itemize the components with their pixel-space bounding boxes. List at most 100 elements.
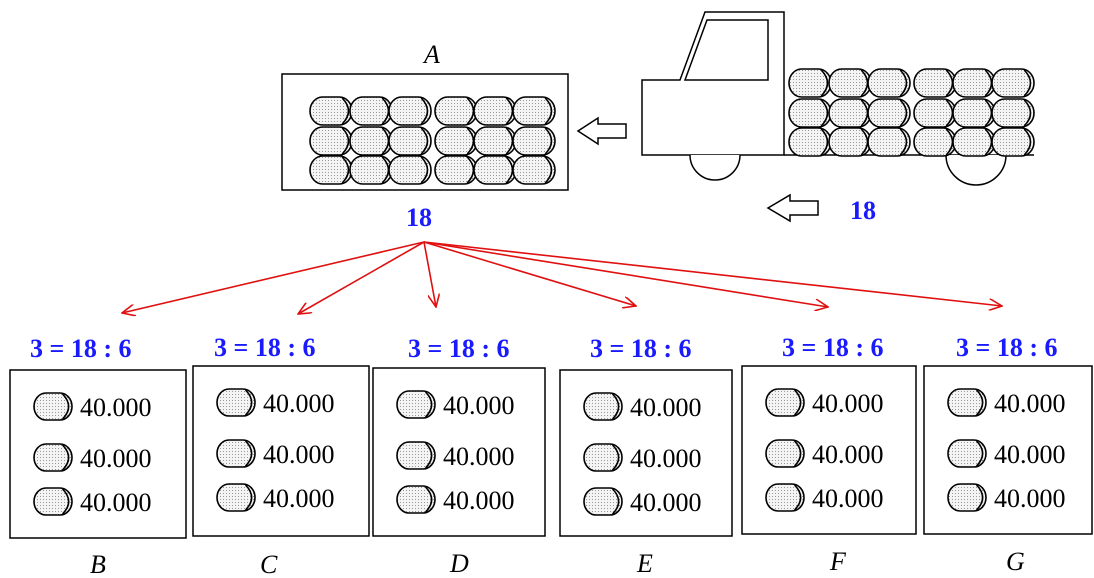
log-icon [216,483,256,512]
log-icon [788,127,832,157]
log-icon [991,68,1035,98]
share-value: 40.000 [80,444,152,473]
log-icon [216,439,256,468]
share-equation: 3 = 18 : 6 [408,334,509,363]
distribution-arrow [122,241,425,313]
log-icon [388,155,432,185]
share-label: E [636,549,653,578]
log-icon [512,126,556,156]
log-icon [952,68,996,98]
share-equation: 3 = 18 : 6 [590,334,691,363]
share-value: 40.000 [994,484,1066,513]
log-icon [788,98,832,128]
log-icon [309,126,353,156]
unload-arrow-icon [576,116,627,146]
log-icon [583,392,623,421]
log-icon [947,483,987,512]
log-icon [828,68,872,98]
log-icon [583,443,623,472]
share-value: 40.000 [80,393,152,422]
log-icon [583,487,623,516]
log-icon [396,390,436,419]
log-icon [765,483,805,512]
truck-log-stack [788,68,1035,157]
distribution-arrow [423,241,828,307]
log-icon [33,392,73,421]
log-icon [216,388,256,417]
log-icon [33,443,73,472]
log-icon [309,155,353,185]
share-value: 40.000 [263,440,335,469]
distribution-arrow [423,241,1002,306]
share-equation: 3 = 18 : 6 [956,333,1057,362]
share-value: 40.000 [443,442,515,471]
log-icon [867,68,911,98]
share-value: 40.000 [443,486,515,515]
log-icon [828,127,872,157]
log-icon [33,487,73,516]
log-icon [913,68,957,98]
log-icon [913,98,957,128]
share-value: 40.000 [994,389,1066,418]
log-icon [434,126,478,156]
share-value: 40.000 [812,484,884,513]
share-equation: 3 = 18 : 6 [782,333,883,362]
share-value: 40.000 [630,444,702,473]
log-icon [991,98,1035,128]
log-icon [473,96,517,126]
truck-icon [641,11,1034,186]
warehouse-log-stack [309,96,556,185]
log-icon [765,388,805,417]
warehouse-label: A [422,40,440,69]
log-icon [512,96,556,126]
share-label: G [1006,547,1025,576]
share-value: 40.000 [812,440,884,469]
log-icon [947,439,987,468]
distribution-arrows [122,241,1002,314]
distribution-arrow [423,241,436,307]
log-icon [952,98,996,128]
share-label: C [260,550,278,578]
log-icon [991,127,1035,157]
log-icon [947,388,987,417]
share-label: D [449,549,469,578]
log-icon [349,155,393,185]
share-value: 40.000 [443,391,515,420]
log-icon [867,127,911,157]
log-icon [867,98,911,128]
log-icon [388,96,432,126]
share-value: 40.000 [630,488,702,517]
share-value: 40.000 [263,484,335,513]
log-icon [512,155,556,185]
share-equation: 3 = 18 : 6 [214,333,315,362]
log-icon [396,441,436,470]
log-icon [788,68,832,98]
share-value: 40.000 [80,488,152,517]
share-equation: 3 = 18 : 6 [30,334,131,363]
distribution-arrow [298,241,425,314]
log-icon [828,98,872,128]
log-icon [349,96,393,126]
log-icon [434,155,478,185]
log-icon [473,155,517,185]
truck-count: 18 [850,196,876,225]
log-icon [473,126,517,156]
log-icon [952,127,996,157]
share-label: B [90,550,106,578]
log-icon [913,127,957,157]
share-label: F [829,547,847,576]
share-value: 40.000 [630,393,702,422]
log-icon [309,96,353,126]
warehouse-count: 18 [406,203,432,232]
share-value: 40.000 [263,389,335,418]
log-icon [349,126,393,156]
log-icon [765,439,805,468]
